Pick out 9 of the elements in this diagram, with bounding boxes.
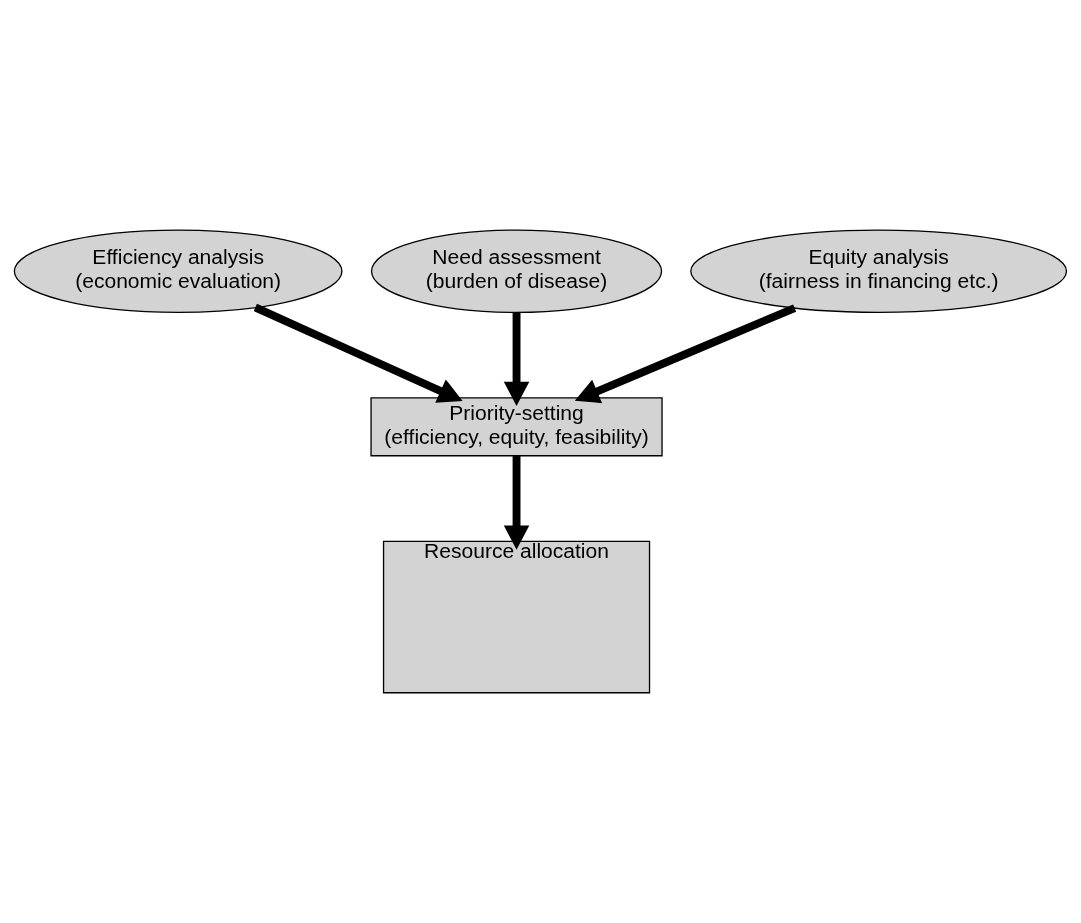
- arrow: [503, 312, 530, 406]
- arrow: [574, 304, 797, 404]
- node-ellipse: Need assessment (burden of disease): [370, 229, 663, 314]
- node-box: Resource allocation: [382, 540, 651, 694]
- node-box: Priority-setting (efficiency, equity, feasibility): [370, 397, 663, 457]
- arrow: [503, 455, 530, 550]
- arrow: [253, 303, 463, 403]
- node-ellipse: Efficiency analysis (economic evaluation): [13, 229, 343, 314]
- node-ellipse: Equity analysis (fairness in financing etc.): [690, 229, 1068, 314]
